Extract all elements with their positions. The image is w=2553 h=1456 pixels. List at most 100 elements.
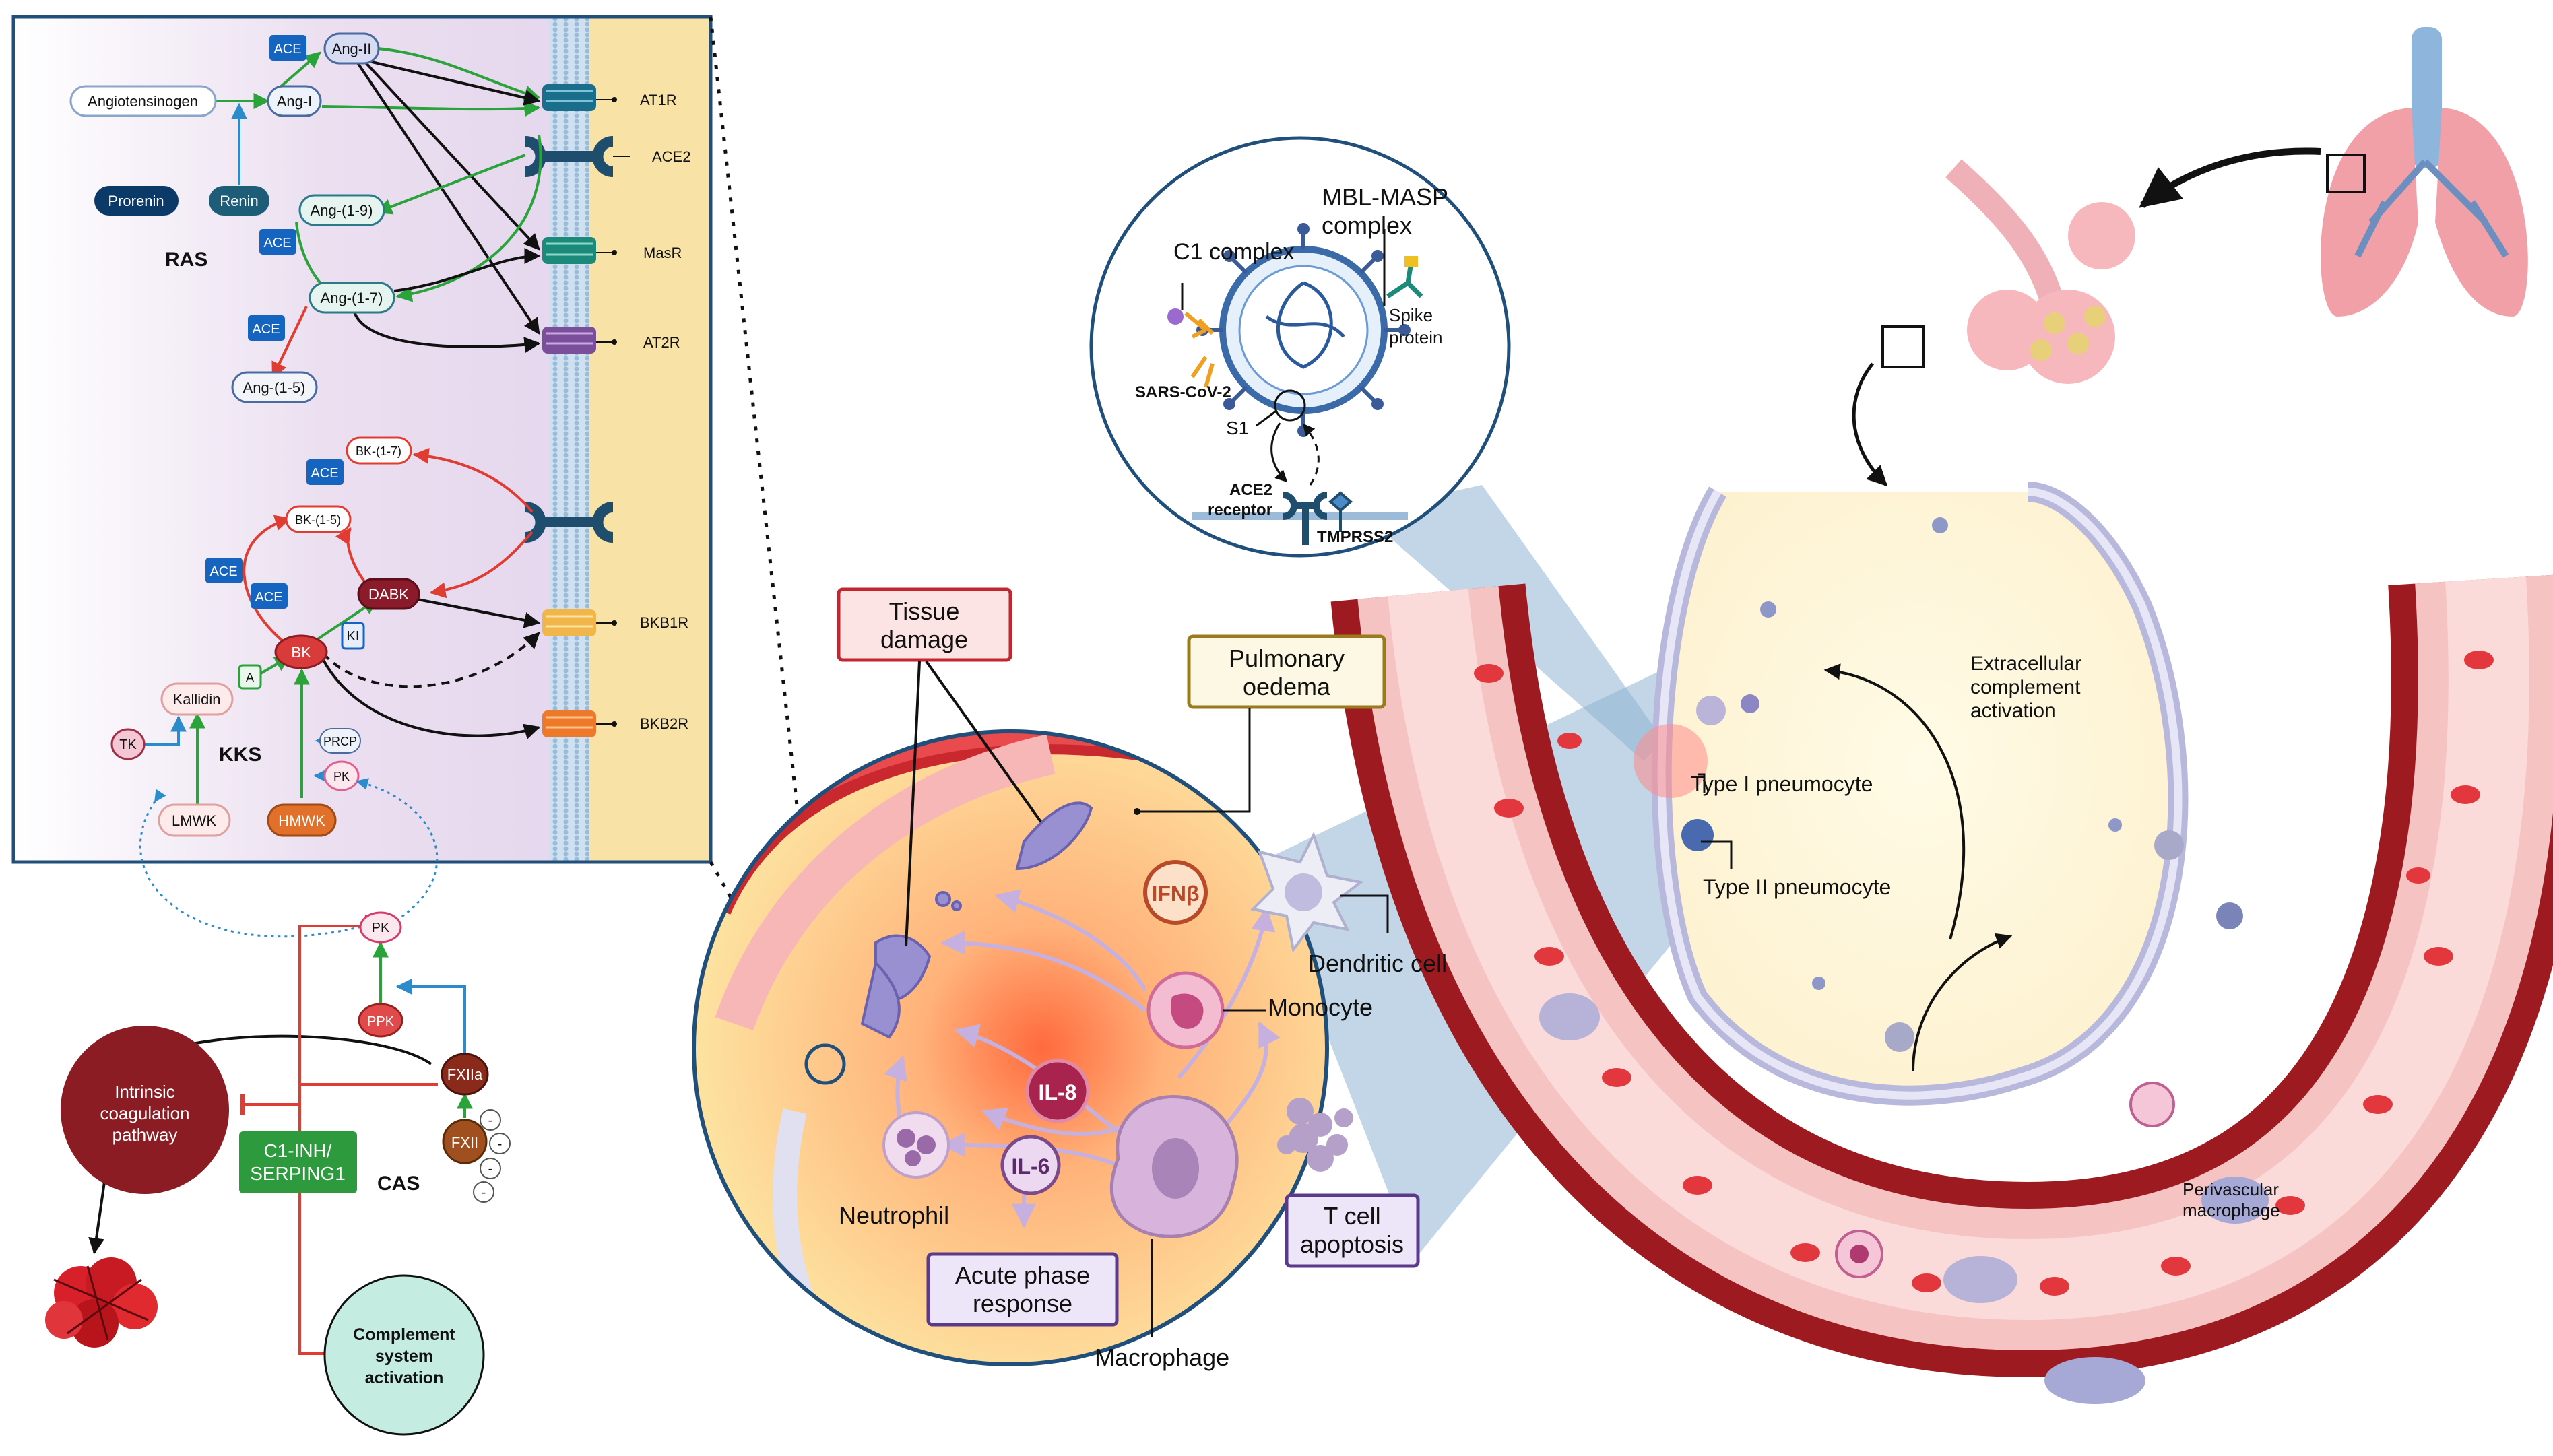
prcp-node xyxy=(319,728,361,754)
monocyte-cell xyxy=(1146,971,1225,1049)
ace-box-5 xyxy=(205,558,243,583)
a-label: A xyxy=(246,671,254,684)
bkb2r-receptor xyxy=(542,710,617,737)
ace2-receptor-icon xyxy=(1283,492,1328,545)
at2r-label: AT2R xyxy=(643,334,680,351)
complement-line-3: activation xyxy=(365,1368,444,1387)
left-lung xyxy=(2320,108,2418,317)
red-blood-cells xyxy=(1474,651,2494,1296)
neutrophil-cell xyxy=(882,1111,950,1179)
ace-label-6: ACE xyxy=(255,590,282,605)
c1-complex-icon xyxy=(1167,308,1215,388)
ang17-label: Ang-(1-7) xyxy=(321,290,383,306)
complement-line-1: Complement xyxy=(353,1325,455,1344)
zoom-target-circle xyxy=(804,1043,846,1085)
renin-label: Renin xyxy=(220,193,258,209)
t-cell-line-1: T cell xyxy=(1323,1202,1380,1230)
at1r-label: AT1R xyxy=(640,92,677,108)
sars-label: SARS-CoV-2 xyxy=(1135,383,1231,401)
monocyte-label: Monocyte xyxy=(1268,993,1373,1021)
acute-phase-line-2: response xyxy=(973,1290,1072,1317)
spike-line-2: protein xyxy=(1389,327,1443,348)
bk17-node xyxy=(346,436,412,465)
masr-receptor xyxy=(542,237,617,264)
extracellular-line-2: complement xyxy=(1970,676,2081,698)
perivascular-line-2: macrophage xyxy=(2183,1200,2280,1220)
virus-inset: MBL-MASP complex C1 complex Spike protei… xyxy=(1089,136,1511,558)
charge-4: - xyxy=(482,1185,486,1200)
ki-box xyxy=(341,622,365,650)
c1inh-line-1: C1-INH/ xyxy=(263,1140,331,1161)
angiotensinogen-label: Angiotensinogen xyxy=(88,93,198,110)
tissue-damage-pointers xyxy=(905,660,1042,947)
neutrophil-label: Neutrophil xyxy=(839,1201,949,1229)
alveolus-section: Extracellular complement activation Type… xyxy=(1260,482,2553,1404)
complement-activation-circle xyxy=(323,1274,485,1436)
ras-nodes: Angiotensinogen Ang-I Ang-II ACE Proreni… xyxy=(69,32,690,403)
c1inh-box xyxy=(239,1131,357,1193)
inflammation-spot xyxy=(1634,724,1708,798)
pk-cas-node xyxy=(359,911,402,944)
lung-zoom-box xyxy=(2326,154,2366,193)
bk-label: BK xyxy=(291,644,311,661)
at1r-receptor xyxy=(542,84,617,111)
tissue-damage-line-1: Tissue xyxy=(889,597,960,625)
damaged-cells xyxy=(860,801,1093,1039)
dabk-label: DABK xyxy=(368,586,409,603)
lmwk-node xyxy=(158,803,231,837)
bronchiole xyxy=(1945,159,2067,313)
ang1-label: Ang-I xyxy=(277,93,313,110)
mbl-masp-icon xyxy=(1386,256,1423,298)
ace-label-3: ACE xyxy=(252,322,280,337)
macrophage-label: Macrophage xyxy=(1095,1344,1229,1371)
fxiia-node xyxy=(441,1053,489,1096)
vessel-cells xyxy=(1539,993,2269,1404)
inflammation-circle-border xyxy=(692,729,1329,1366)
ace2-label: ACE2 xyxy=(652,148,690,165)
ki-label: KI xyxy=(347,629,360,644)
tk-node xyxy=(110,728,146,760)
il6-bubble xyxy=(1000,1135,1061,1195)
pk-kks-node xyxy=(323,760,360,791)
ppk-node xyxy=(358,1003,403,1038)
mbl-masp-line-1: MBL-MASP xyxy=(1322,183,1448,211)
bkb1r-label: BKB1R xyxy=(640,614,688,631)
ras-title: RAS xyxy=(165,249,207,271)
ang1-node xyxy=(267,85,322,117)
vessel-inner xyxy=(1388,576,2529,1321)
angiotensinogen-node xyxy=(69,85,217,117)
ace-box-3 xyxy=(248,315,285,341)
tmprss2-icon xyxy=(1328,491,1353,532)
extracellular-line-1: Extracellular xyxy=(1970,653,2081,675)
alveoli-cluster xyxy=(1967,202,2135,384)
charge-1: - xyxy=(488,1113,493,1128)
extracellular-line-3: activation xyxy=(1970,700,2056,722)
negative-charges: - - - - xyxy=(473,1109,511,1203)
tmprss2-label: TMPRSS2 xyxy=(1317,528,1393,546)
perivascular-line-1: Perivascular xyxy=(2183,1179,2279,1199)
dendritic-cell xyxy=(1250,831,1364,953)
dendritic-pointer xyxy=(1340,894,1389,933)
lmwk-label: LMWK xyxy=(172,812,216,829)
t-cell-cluster xyxy=(1277,1098,1353,1172)
ang2-node xyxy=(323,32,380,65)
ace-box-4 xyxy=(306,459,344,485)
fxii-node xyxy=(442,1119,488,1164)
fxiia-label: FXIIa xyxy=(447,1066,483,1083)
bkb2r-label: BKB2R xyxy=(640,715,688,732)
lungs-illustration xyxy=(1852,27,2528,487)
ace-label-4: ACE xyxy=(311,466,338,481)
alveolar-cells xyxy=(1681,517,2243,1052)
kks-nodes: BK-(1-7) ACE BK-(1-5) ACE ACE DABK KI BK… xyxy=(110,436,688,837)
bk17-label: BK-(1-7) xyxy=(356,444,401,458)
blood-clot-icon xyxy=(45,1257,158,1348)
extracellular-region xyxy=(586,17,711,862)
ang19-node xyxy=(298,194,385,226)
mbl-masp-line-2: complex xyxy=(1322,211,1412,239)
oedema-pointer xyxy=(1138,708,1251,813)
tk-label: TK xyxy=(119,737,137,752)
tissue-damage-box: Tissue damage xyxy=(837,587,1012,662)
spike-line-1: Spike xyxy=(1389,305,1433,325)
panel-border xyxy=(11,15,713,864)
